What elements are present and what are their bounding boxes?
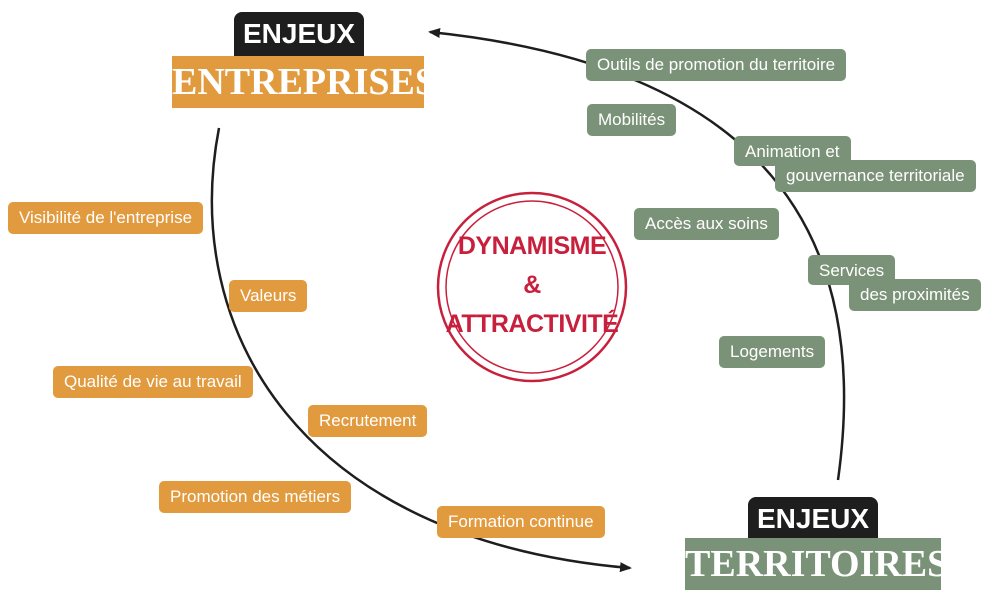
- territoires-label-top: ENJEUX: [748, 497, 878, 541]
- territoire-item-proximites: des proximités: [849, 279, 981, 311]
- territoire-item-acces-soins: Accès aux soins: [634, 208, 779, 240]
- stamp-outer-ring: [436, 191, 628, 383]
- center-ampersand: &: [523, 271, 541, 299]
- entreprise-item-qualite-vie: Qualité de vie au travail: [53, 366, 253, 398]
- stamp-inner-ring: [445, 200, 619, 374]
- entreprises-label-top: ENJEUX: [234, 12, 364, 56]
- entreprise-item-visibilite: Visibilité de l'entreprise: [8, 202, 204, 234]
- entreprise-item-formation: Formation continue: [437, 506, 605, 538]
- territoires-label-main: TERRITOIRES: [685, 538, 948, 590]
- entreprise-item-recrutement: Recrutement: [308, 405, 428, 437]
- center-attractivite: ATTRACTIVITÉ: [445, 310, 619, 338]
- territoire-item-logements: Logements: [719, 336, 826, 368]
- entreprise-item-promotion-metiers: Promotion des métiers: [159, 481, 352, 513]
- entreprise-item-valeurs: Valeurs: [229, 280, 308, 312]
- entreprises-label-main: ENTREPRISES: [172, 56, 436, 108]
- left-arrow-arc: [210, 127, 632, 573]
- territoire-item-mobilites: Mobilités: [587, 104, 677, 136]
- center-dynamisme: DYNAMISME: [457, 232, 607, 260]
- territoire-item-gouvernance: gouvernance territoriale: [775, 160, 976, 192]
- territoire-item-outils-promotion: Outils de promotion du territoire: [586, 49, 847, 81]
